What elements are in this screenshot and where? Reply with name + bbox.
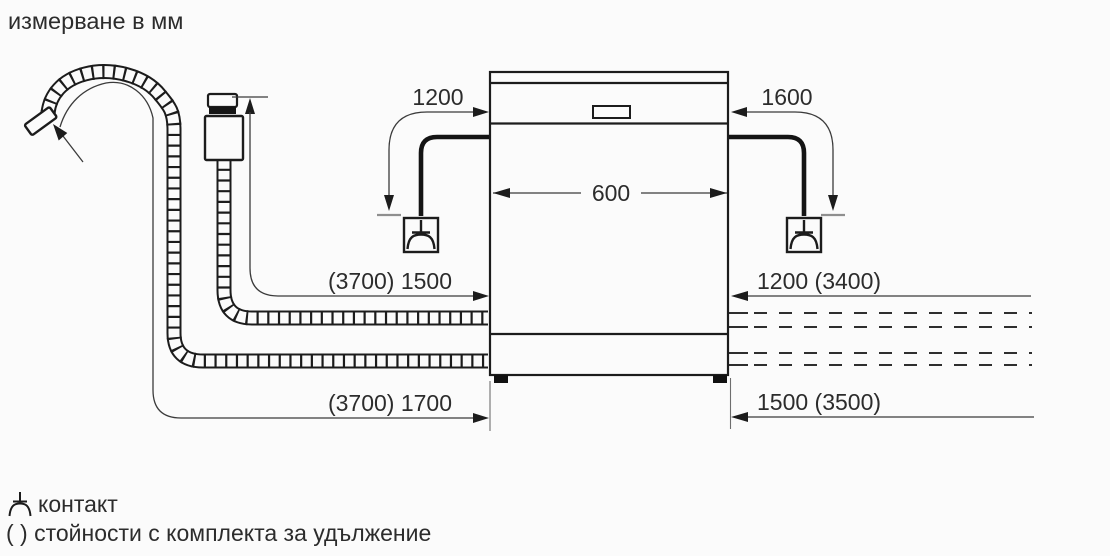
pull-direction-arrow-icon (53, 124, 68, 141)
dimension-arrow (473, 291, 489, 301)
dim-cord-right: 1600 (731, 84, 845, 217)
aquastop-body (203, 114, 245, 162)
aquastop-valve (203, 92, 245, 162)
legend-extension-label: ( ) стойности с комплекта за удължение (6, 520, 431, 546)
dimension-arrow (710, 188, 727, 198)
dim-label-1200: 1200 (412, 84, 463, 110)
legend: контакт ( ) стойности с комплекта за удъ… (6, 491, 431, 546)
dim-label-3700-1700: (3700) 1700 (328, 390, 452, 416)
dim-label-600: 600 (592, 180, 630, 206)
dishwasher (488, 70, 730, 383)
supply-hose (216, 158, 488, 326)
page-title: измерване в мм (8, 8, 183, 34)
dim-label-3700-1500: (3700) 1500 (328, 268, 452, 294)
dim-label-1500-3500: 1500 (3500) (757, 389, 881, 415)
hose-extensions-right (729, 312, 1032, 366)
dim-cord-left: 1200 (377, 84, 489, 217)
dishwasher-body (488, 70, 730, 377)
dimension-arrow (731, 412, 748, 422)
dim-drain-right: 1500 (3500) (489, 378, 1034, 431)
dim-supply-right: 1200 (3400) (731, 268, 1031, 301)
socket-right (785, 216, 823, 254)
dim-supply-left: (3700) 1500 (232, 96, 489, 301)
pull-direction-line (62, 135, 84, 163)
dim-drain-left: (3700) 1700 (59, 81, 489, 423)
power-cord-right (729, 134, 807, 216)
door-handle (592, 105, 631, 119)
dimension-arrow (245, 98, 255, 114)
socket-left (402, 216, 440, 254)
dim-width: 600 (493, 180, 727, 206)
drain-hose-end-fitting (23, 106, 58, 136)
dimension-arrow (384, 195, 394, 211)
dimension-arrow (473, 413, 489, 423)
aquastop-seal (209, 107, 236, 114)
foot-left (494, 375, 508, 383)
dimension-arrow (828, 195, 838, 211)
drain-hose (23, 64, 488, 369)
power-socket-icon (8, 492, 32, 517)
dim-label-1600: 1600 (761, 84, 812, 110)
dim-label-1200-3400: 1200 (3400) (757, 268, 881, 294)
power-cord-left (418, 134, 489, 216)
legend-socket-label: контакт (38, 491, 118, 517)
dimension-arrow (493, 188, 510, 198)
aquastop-cap (206, 92, 239, 109)
dimension-arrow (473, 107, 489, 117)
dimension-arrow (731, 107, 747, 117)
dimension-arrow (731, 291, 748, 301)
foot-right (713, 375, 727, 383)
